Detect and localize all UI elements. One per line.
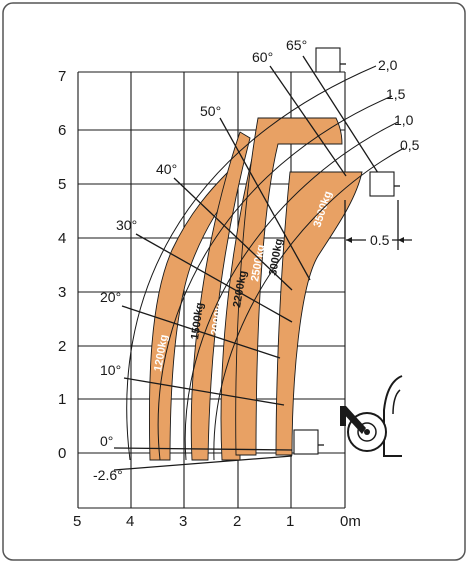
angle-label-10: 10° xyxy=(100,362,121,378)
angle-label-50: 50° xyxy=(200,103,221,119)
ray-30 xyxy=(135,233,293,323)
x-tick-2: 2 xyxy=(233,513,241,530)
angle-label-65: 65° xyxy=(286,37,307,53)
ray-minus-2-6 xyxy=(113,455,293,471)
angle-label-30: 30° xyxy=(116,217,137,233)
angle-labels: 65° 60° 50° 40° 30° 20° 10° 0° -2.6° xyxy=(93,37,307,483)
arc-1-0 xyxy=(184,121,399,461)
ray-50 xyxy=(219,117,311,281)
x-tick-3: 3 xyxy=(179,513,187,530)
ray-60 xyxy=(269,65,347,177)
x-tick-4: 4 xyxy=(126,513,134,530)
y-axis-labels: 0 1 2 3 4 5 6 7 xyxy=(58,68,66,462)
ext-label-2-0: 2,0 xyxy=(378,57,398,73)
extension-arcs xyxy=(126,65,405,461)
x-axis-labels: 5 4 3 2 1 0m xyxy=(73,513,361,530)
load-bands xyxy=(148,117,363,461)
carriage-top xyxy=(315,47,341,73)
y-tick-6: 6 xyxy=(58,122,66,139)
x-tick-1: 1 xyxy=(286,513,294,530)
y-tick-1: 1 xyxy=(58,391,66,408)
offset-label: 0.5 xyxy=(370,232,390,248)
ext-label-1-5: 1,5 xyxy=(386,86,406,102)
angle-label-20: 20° xyxy=(100,289,121,305)
band-1500kg xyxy=(190,131,251,461)
angle-label-0: 0° xyxy=(100,433,113,449)
angle-rays xyxy=(113,55,381,471)
arc-1-5 xyxy=(157,95,393,461)
angle-label-minus-2-6: -2.6° xyxy=(93,467,123,483)
band-2500-3000kg xyxy=(235,117,343,456)
y-tick-5: 5 xyxy=(58,176,66,193)
boom-pivot-icon xyxy=(342,406,366,434)
ray-0 xyxy=(113,447,293,451)
ray-10 xyxy=(123,377,285,406)
ray-20 xyxy=(121,305,281,359)
band-3500kg xyxy=(275,171,363,456)
ray-65 xyxy=(302,55,381,177)
offset-dimension: 0.5 xyxy=(344,200,412,250)
y-tick-3: 3 xyxy=(58,284,66,301)
x-tick-0m: 0m xyxy=(340,513,361,530)
carriages xyxy=(293,47,400,455)
ext-label-0-5: 0,5 xyxy=(400,137,420,153)
carriage-bottom xyxy=(293,429,319,455)
ray-40 xyxy=(173,177,293,291)
x-tick-5: 5 xyxy=(73,513,81,530)
y-tick-4: 4 xyxy=(58,230,66,247)
machine-icon xyxy=(340,375,403,457)
ext-label-1-0: 1,0 xyxy=(394,112,414,128)
y-tick-2: 2 xyxy=(58,338,66,355)
arc-0-5 xyxy=(213,147,405,461)
y-tick-7: 7 xyxy=(58,68,66,85)
y-tick-0: 0 xyxy=(58,445,66,462)
angle-label-40: 40° xyxy=(156,161,177,177)
arc-2-0 xyxy=(126,65,377,461)
extension-labels: 2,0 1,5 1,0 0,5 xyxy=(378,57,420,153)
angle-label-60: 60° xyxy=(252,49,273,65)
load-label-1500kg: 1500kg xyxy=(189,302,206,341)
carriage-right xyxy=(369,171,395,197)
